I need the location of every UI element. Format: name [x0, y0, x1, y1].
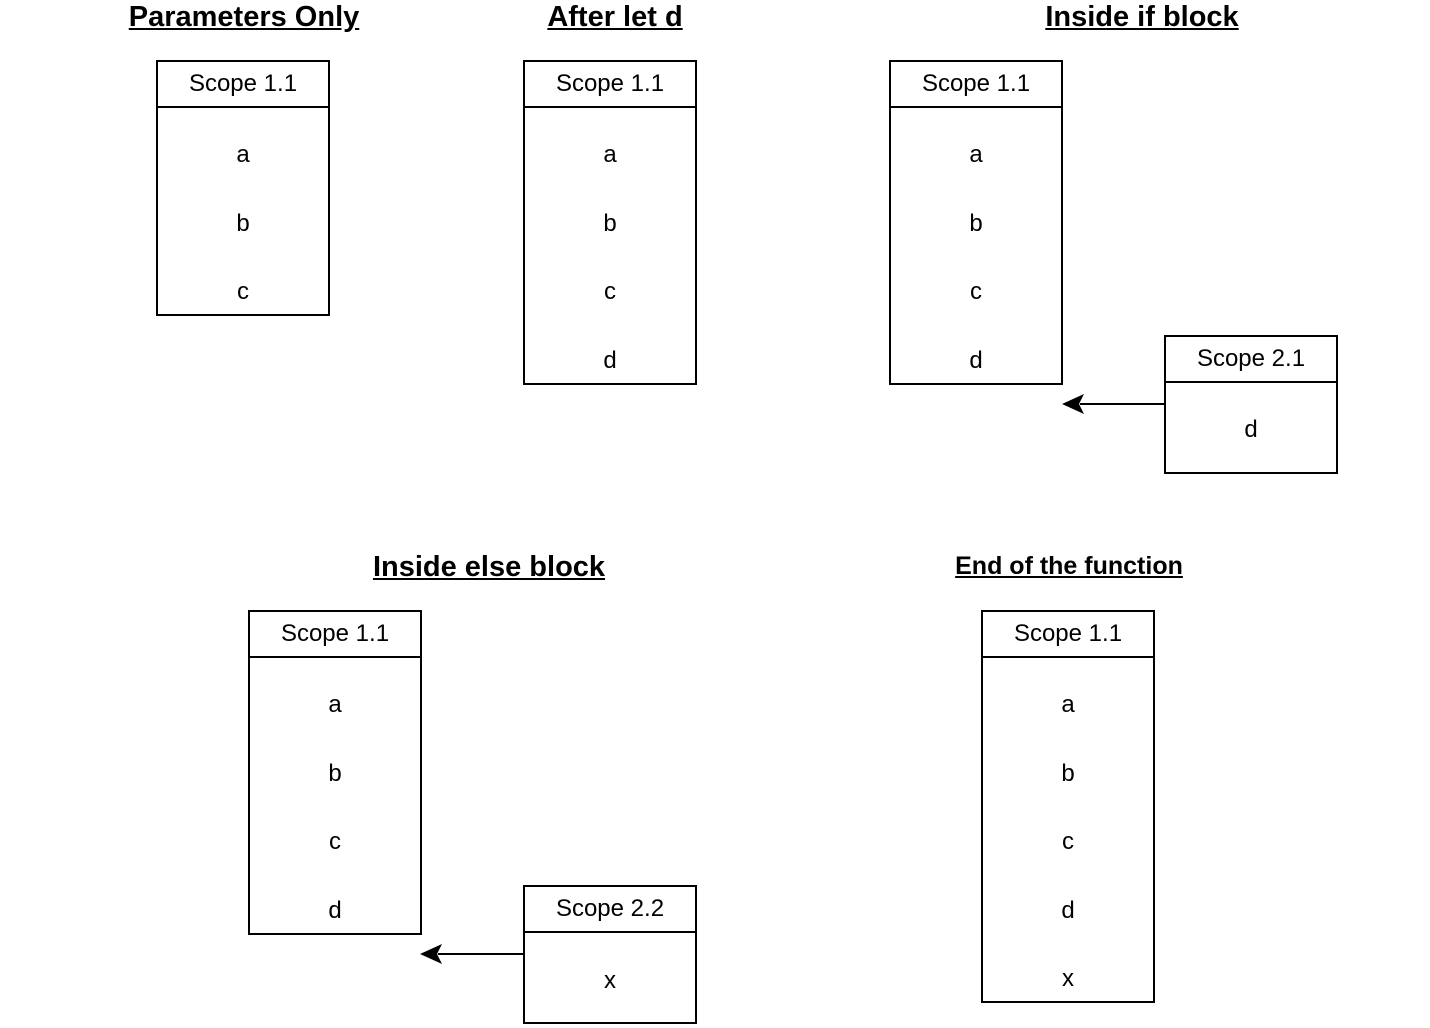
panel-title-after-let-d: After let d	[547, 1, 683, 33]
scope-variable: c	[329, 828, 341, 855]
scope-label: Scope 1.1	[525, 62, 695, 108]
scope-variable: a	[969, 141, 983, 168]
scope-variable: b	[1061, 759, 1075, 787]
scope-variable: c	[970, 278, 982, 305]
scope-box-1-1: Scope 1.1 a b c d	[248, 610, 422, 935]
panel-title-parameters-only: Parameters Only	[128, 1, 360, 33]
scope-variable: a	[1061, 691, 1075, 718]
scope-variable: b	[328, 759, 342, 787]
scope-variable: x	[604, 967, 616, 994]
arrow-scope-2-2-to-1-1	[420, 944, 523, 964]
panel-title-end-of-function: End of the function	[955, 552, 1183, 580]
scope-variable: b	[236, 209, 250, 237]
scope-variable: d	[603, 346, 617, 374]
scope-box-1-1: Scope 1.1 a b c	[156, 60, 330, 316]
scope-variable: a	[603, 141, 617, 168]
scope-variable: d	[969, 346, 983, 374]
scope-variable: d	[328, 896, 342, 924]
scope-variable: d	[1244, 416, 1258, 443]
panel-title-inside-else-block: Inside else block	[372, 551, 606, 583]
scope-variable: d	[1061, 896, 1075, 924]
scope-box-1-1: Scope 1.1 a b c d x	[981, 610, 1155, 1003]
scope-variable: c	[604, 278, 616, 305]
scope-label: Scope 1.1	[250, 612, 420, 658]
scope-variable: c	[237, 278, 249, 305]
scope-box-1-1: Scope 1.1 a b c d	[523, 60, 697, 385]
scope-variable: x	[1062, 965, 1074, 992]
scope-variable: a	[236, 141, 250, 168]
scope-variable: b	[603, 209, 617, 237]
arrow-scope-2-1-to-1-1	[1062, 394, 1164, 414]
scope-variable: b	[969, 209, 983, 237]
scope-label: Scope 2.2	[525, 887, 695, 933]
scope-box-2-2: Scope 2.2 x	[523, 885, 697, 1024]
scope-label: Scope 2.1	[1166, 337, 1336, 383]
scope-variable: c	[1062, 828, 1074, 855]
scope-box-2-1: Scope 2.1 d	[1164, 335, 1338, 474]
scope-label: Scope 1.1	[158, 62, 328, 108]
scope-box-1-1: Scope 1.1 a b c d	[889, 60, 1063, 385]
scope-label: Scope 1.1	[983, 612, 1153, 658]
panel-title-inside-if-block: Inside if block	[1045, 1, 1239, 33]
scope-label: Scope 1.1	[891, 62, 1061, 108]
scope-variable: a	[328, 691, 342, 718]
